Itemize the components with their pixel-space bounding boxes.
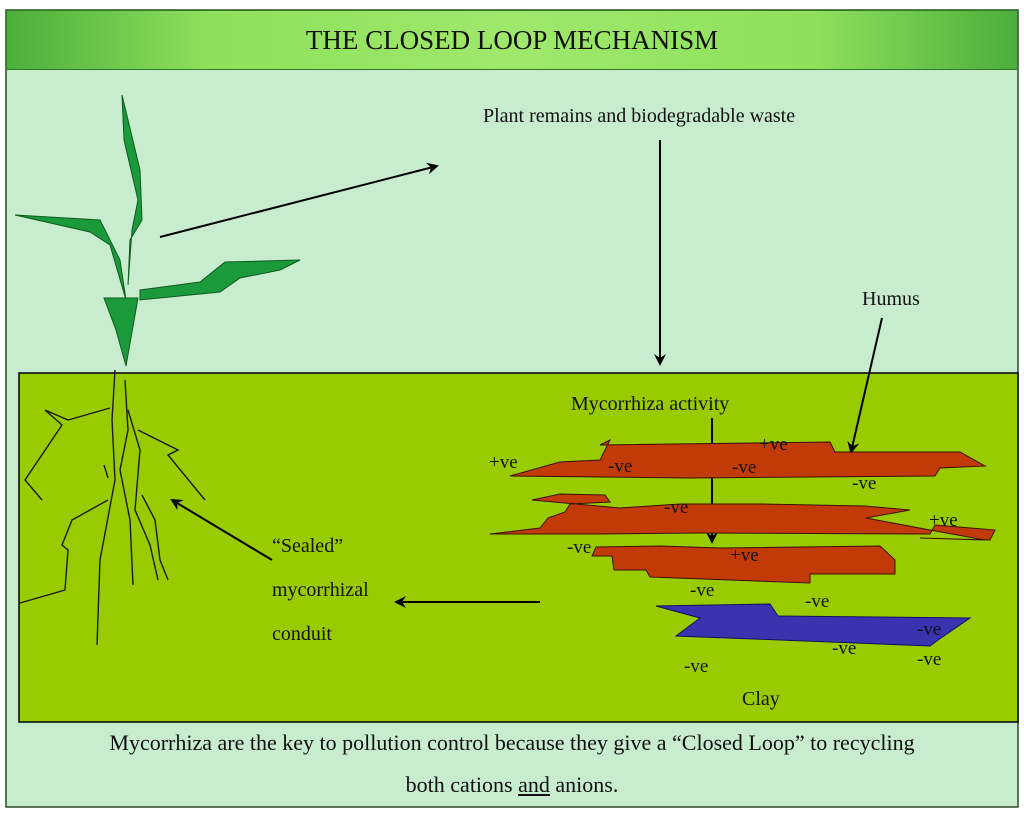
label-sealed-line-2: mycorrhizal [272, 579, 369, 601]
humus-layer-2 [489, 493, 996, 541]
root-right-3 [141, 494, 169, 581]
arrows [159, 140, 883, 608]
label-mycorrhiza-activity: Mycorrhiza activity [571, 393, 730, 415]
label-plant-remains: Plant remains and biodegradable waste [483, 105, 796, 127]
charge-negative: -ve [917, 649, 942, 670]
label-sealed-line-3: conduit [272, 623, 332, 645]
caption-line-1: Mycorrhiza are the key to pollution cont… [109, 730, 915, 755]
charge-positive: +ve [759, 434, 788, 455]
charge-positive: +ve [730, 545, 759, 566]
charge-negative: -ve [664, 497, 689, 518]
plant-leaves [14, 94, 301, 367]
root-right-1 [127, 409, 159, 581]
caption-line-2: both cations and anions. [6, 774, 1018, 796]
charge-positive: +ve [489, 452, 518, 473]
caption-line-2-underlined: and [518, 772, 550, 797]
charge-negative: -ve [608, 456, 633, 477]
root-center [119, 379, 134, 586]
sealed-to-roots-arrow [170, 498, 273, 561]
label-humus: Humus [862, 288, 920, 310]
label-clay: Clay [742, 688, 780, 710]
charge-negative: -ve [690, 580, 715, 601]
caption-line-2-start: both cations [405, 772, 519, 797]
diagram-title: THE CLOSED LOOP MECHANISM [6, 10, 1018, 70]
plant-leaf-right [139, 259, 301, 301]
charge-negative: -ve [684, 656, 709, 677]
plant-roots [19, 369, 206, 646]
humus-label-arrow [847, 317, 883, 454]
charge-negative: -ve [805, 591, 830, 612]
charge-negative: -ve [832, 638, 857, 659]
humus-layer-3 [591, 545, 896, 584]
root-left-3 [103, 464, 109, 479]
charge-negative: -ve [567, 537, 592, 558]
label-sealed-line-1: “Sealed” [272, 535, 344, 557]
humus-layers [489, 438, 996, 584]
plant-to-waste-arrow [159, 162, 439, 238]
plant-leaf-top [121, 94, 143, 286]
caption-line-2-end: anions. [549, 772, 619, 797]
charge-negative: -ve [852, 473, 877, 494]
charge-positive: +ve [929, 510, 958, 531]
root-left-1 [24, 407, 111, 501]
clay-layer [655, 603, 972, 647]
plant-leaf-base [103, 297, 139, 367]
root-right-2 [137, 429, 206, 501]
charge-negative: -ve [917, 619, 942, 640]
root-left-2 [19, 499, 109, 604]
charge-negative: -ve [732, 457, 757, 478]
root-main [96, 369, 116, 646]
humus-layer-1 [509, 438, 987, 479]
